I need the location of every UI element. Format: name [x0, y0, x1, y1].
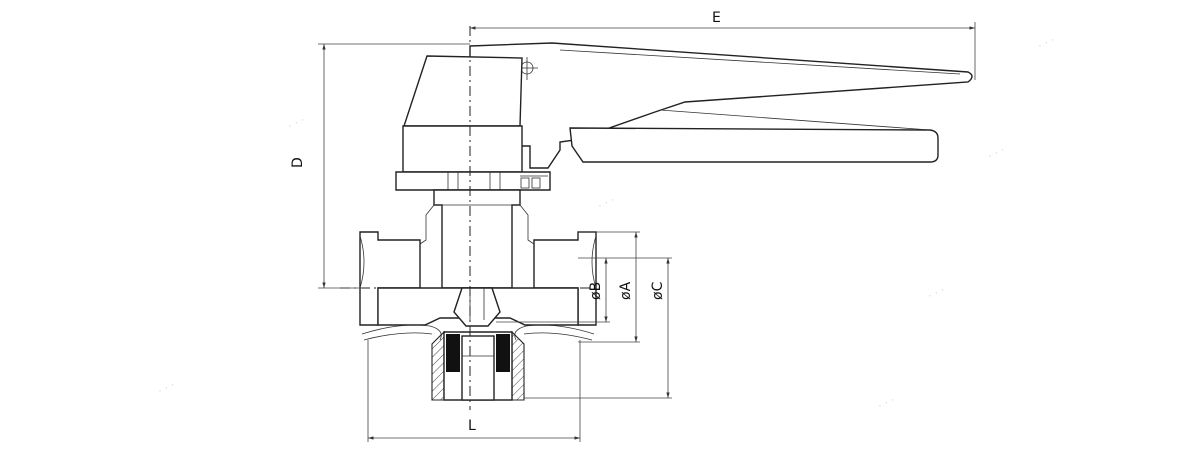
dim-label-b: øB	[588, 282, 604, 300]
dim-label-d: D	[290, 157, 306, 168]
handle-lever	[469, 42, 973, 169]
svg-text:· · ·: · · ·	[156, 379, 177, 398]
bonnet	[419, 189, 535, 289]
svg-text:· · ·: · · ·	[986, 144, 1007, 163]
svg-text:· · ·: · · ·	[926, 284, 947, 303]
dim-label-c: øC	[650, 281, 666, 300]
dimension-diameters: øB øA øC	[496, 231, 672, 399]
actuator-head	[395, 55, 551, 191]
svg-text:· · ·: · · ·	[876, 394, 897, 413]
dimension-e: E	[470, 10, 976, 80]
svg-text:· · ·: · · ·	[286, 114, 307, 133]
dimension-d: D	[290, 43, 470, 289]
dim-label-a: øA	[618, 281, 634, 300]
svg-text:· · ·: · · ·	[1036, 34, 1057, 53]
dim-label-l: L	[468, 418, 476, 434]
dimension-l: L	[367, 340, 581, 442]
svg-text:· · ·: · · ·	[596, 194, 617, 213]
centerlines	[340, 26, 600, 410]
lower-housing	[431, 330, 525, 401]
dim-label-e: E	[712, 10, 721, 26]
